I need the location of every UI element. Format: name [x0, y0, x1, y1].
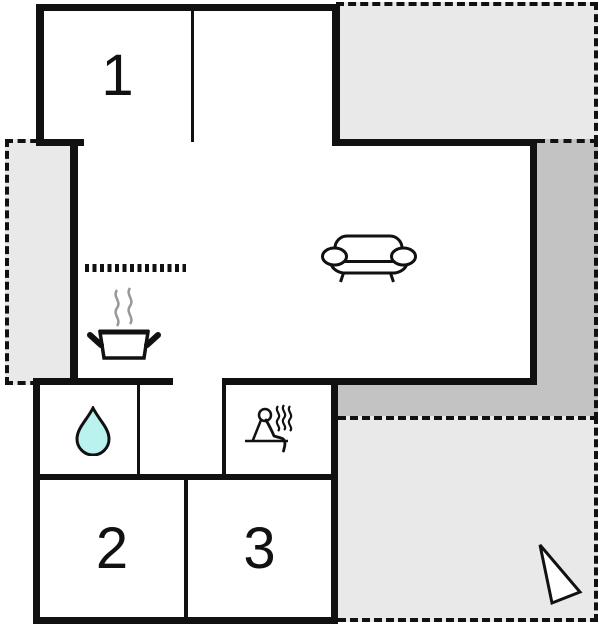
- room-1-label: 1: [101, 42, 134, 108]
- wall-living-top-right: [332, 4, 340, 146]
- wall-room1-bottom: [36, 139, 84, 146]
- wall-left-lower: [33, 378, 40, 624]
- wall-room1-right: [191, 8, 194, 142]
- cooking-pot-icon: [87, 287, 161, 360]
- wall-rooms23-divider: [184, 477, 188, 620]
- room-2-label: 2: [95, 516, 129, 581]
- sofa-icon: [321, 234, 417, 283]
- water-drop-icon: [75, 406, 111, 456]
- wall-right-mid: [530, 139, 537, 385]
- wall-sauna-top: [222, 378, 334, 385]
- sauna-person-icon: [245, 404, 293, 453]
- wall-bottom: [33, 617, 338, 624]
- wall-sauna-left: [222, 381, 226, 477]
- wall-living-bottom: [332, 378, 537, 385]
- north-arrow-icon: [538, 544, 583, 606]
- wall-terrace-bottom: [332, 139, 537, 146]
- wall-top: [36, 4, 340, 11]
- patio-dark-bottom-strip: [338, 385, 537, 420]
- room-3-label: 3: [243, 516, 276, 581]
- balcony-left: [5, 139, 76, 385]
- wall-right-lower: [331, 378, 338, 624]
- wall-bathroom-right: [137, 381, 140, 477]
- wall-mid-left: [33, 378, 173, 385]
- patio-dark-right-strip: [537, 139, 598, 420]
- kitchen-counter-dotted-line: [85, 264, 186, 272]
- terrace-bottom-right: [338, 416, 598, 622]
- wall-room1-left: [36, 4, 44, 146]
- wall-balcony-right: [70, 141, 78, 385]
- terrace-top-right: [336, 2, 598, 143]
